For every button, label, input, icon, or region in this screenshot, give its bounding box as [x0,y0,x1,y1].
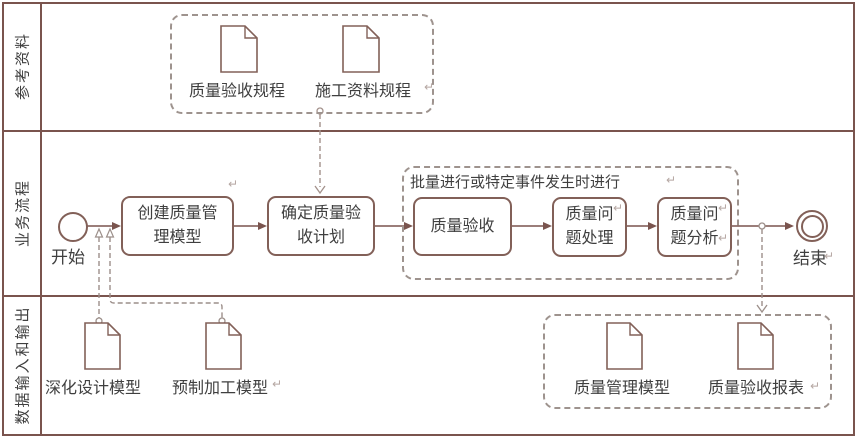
document-icon-quality-acceptance-report [737,322,774,370]
task-text: 收计划 [296,229,345,246]
lane-divider-1 [2,130,853,132]
doc-label-deepened-design-model: 深化设计模型 [45,380,142,397]
task-text: 题处理 [565,230,614,247]
doc-label-construction-data-regulation: 施工资料规程 [314,83,411,100]
task-quality-issue-analysis: 质量问 题分析 [657,197,732,257]
end-event-label: 结束 [793,249,827,268]
task-text: 质量验收 [430,217,495,235]
doc-label-quality-management-model: 质量管理模型 [574,380,671,397]
return-mark: ↵ [424,80,435,94]
document-icon-deepened-design-model [84,322,121,370]
output-documents-group [543,314,832,409]
reference-materials-group [170,14,434,114]
task-text: 理模型 [153,229,202,246]
return-mark: ↵ [718,231,729,245]
doc-label-quality-acceptance-report: 质量验收报表 [708,380,805,397]
task-create-quality-model: 创建质量管 理模型 [121,196,234,256]
task-text: 确定质量验 [280,205,361,222]
lane-label-column-divider [40,2,42,434]
task-text: 质量问 [565,206,614,223]
lane-divider-2 [2,295,853,297]
task-text: 题分析 [670,230,719,247]
document-icon-prefab-processing-model [205,322,242,370]
doc-label-prefab-processing-model: 预制加工模型 [172,380,269,397]
task-text: 质量问 [670,206,719,223]
end-event-inner-ring [800,214,824,238]
task-quality-issue-handling: 质量问 题处理 [552,197,627,257]
document-icon-construction-data-regulation [342,25,380,73]
return-mark: ↵ [228,177,239,191]
return-mark: ↵ [810,379,821,393]
return-mark: ↵ [272,377,283,391]
task-text: 创建质量管 [137,205,218,222]
document-icon-quality-management-model [606,322,643,370]
lane-label-data-io: 数据输入和输出 [14,305,32,425]
return-mark: ↵ [613,201,624,215]
doc-label-quality-acceptance-regulation: 质量验收规程 [188,83,285,100]
lane-label-reference: 参考资料 [14,31,32,101]
return-mark: ↵ [824,249,835,263]
batch-group-title: 批量进行或特定事件发生时进行 [410,174,621,191]
task-determine-acceptance-plan: 确定质量验 收计划 [267,196,375,256]
return-mark: ↵ [666,173,677,187]
start-event [58,212,88,242]
task-quality-acceptance: 质量验收 [413,197,512,256]
end-event [796,210,828,242]
return-mark: ↵ [718,201,729,215]
batch-group [402,166,739,280]
start-event-label: 开始 [51,248,85,267]
document-icon-quality-acceptance-regulation [220,25,258,73]
lane-label-process: 业务流程 [14,178,32,248]
